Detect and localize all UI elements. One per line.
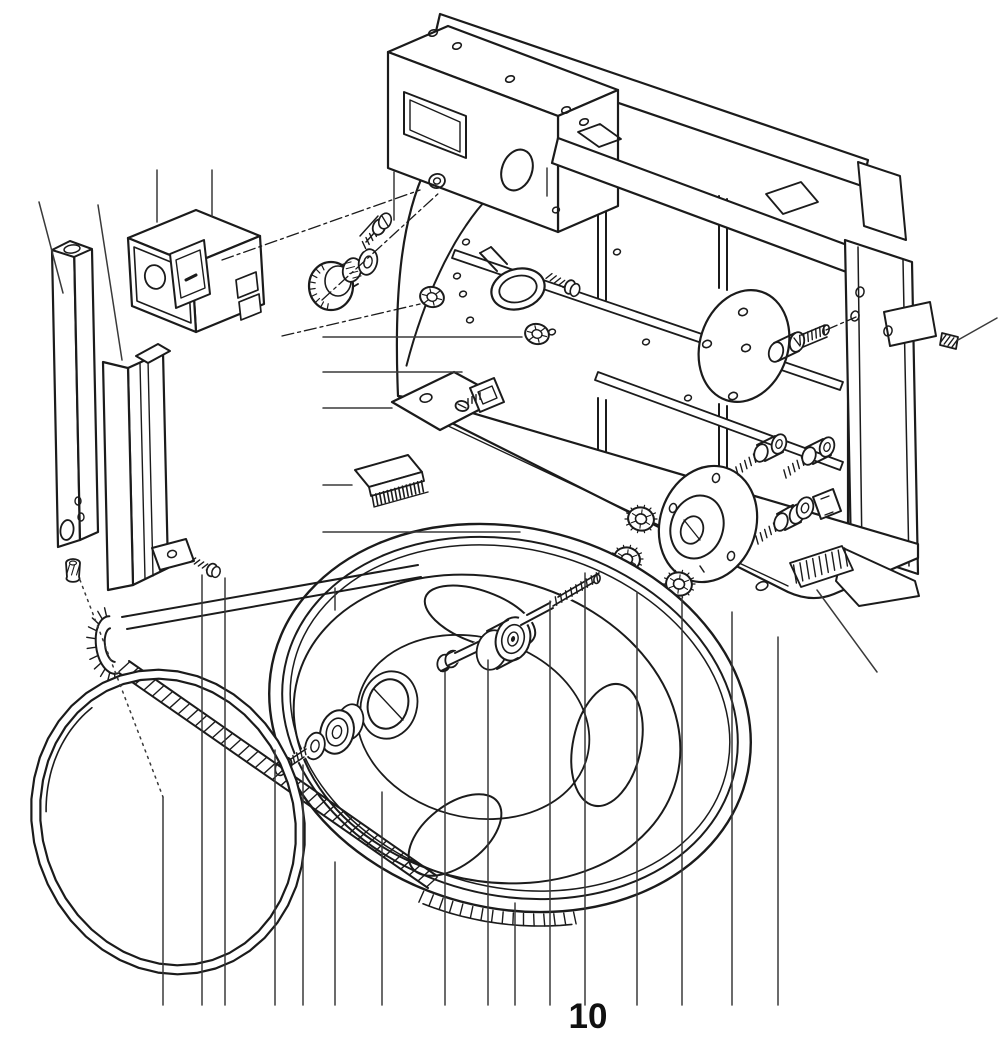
assembly-axis-lines <box>221 189 857 337</box>
cleaning-brush <box>354 454 429 508</box>
guide-bars <box>50 240 221 592</box>
knob-washer-screw-set <box>307 212 393 312</box>
power-switch <box>126 208 266 334</box>
callout-leader-lines <box>38 167 998 1006</box>
bearing-plate-and-bolt <box>697 289 830 403</box>
axle-bolt-and-bearing <box>436 572 602 673</box>
band-wheel <box>268 522 752 914</box>
motor-flange-and-bolts <box>657 433 842 584</box>
page-number: 10 <box>568 997 608 1036</box>
toothed-drive-belt <box>86 564 577 927</box>
saw-blade-loop <box>30 668 306 976</box>
